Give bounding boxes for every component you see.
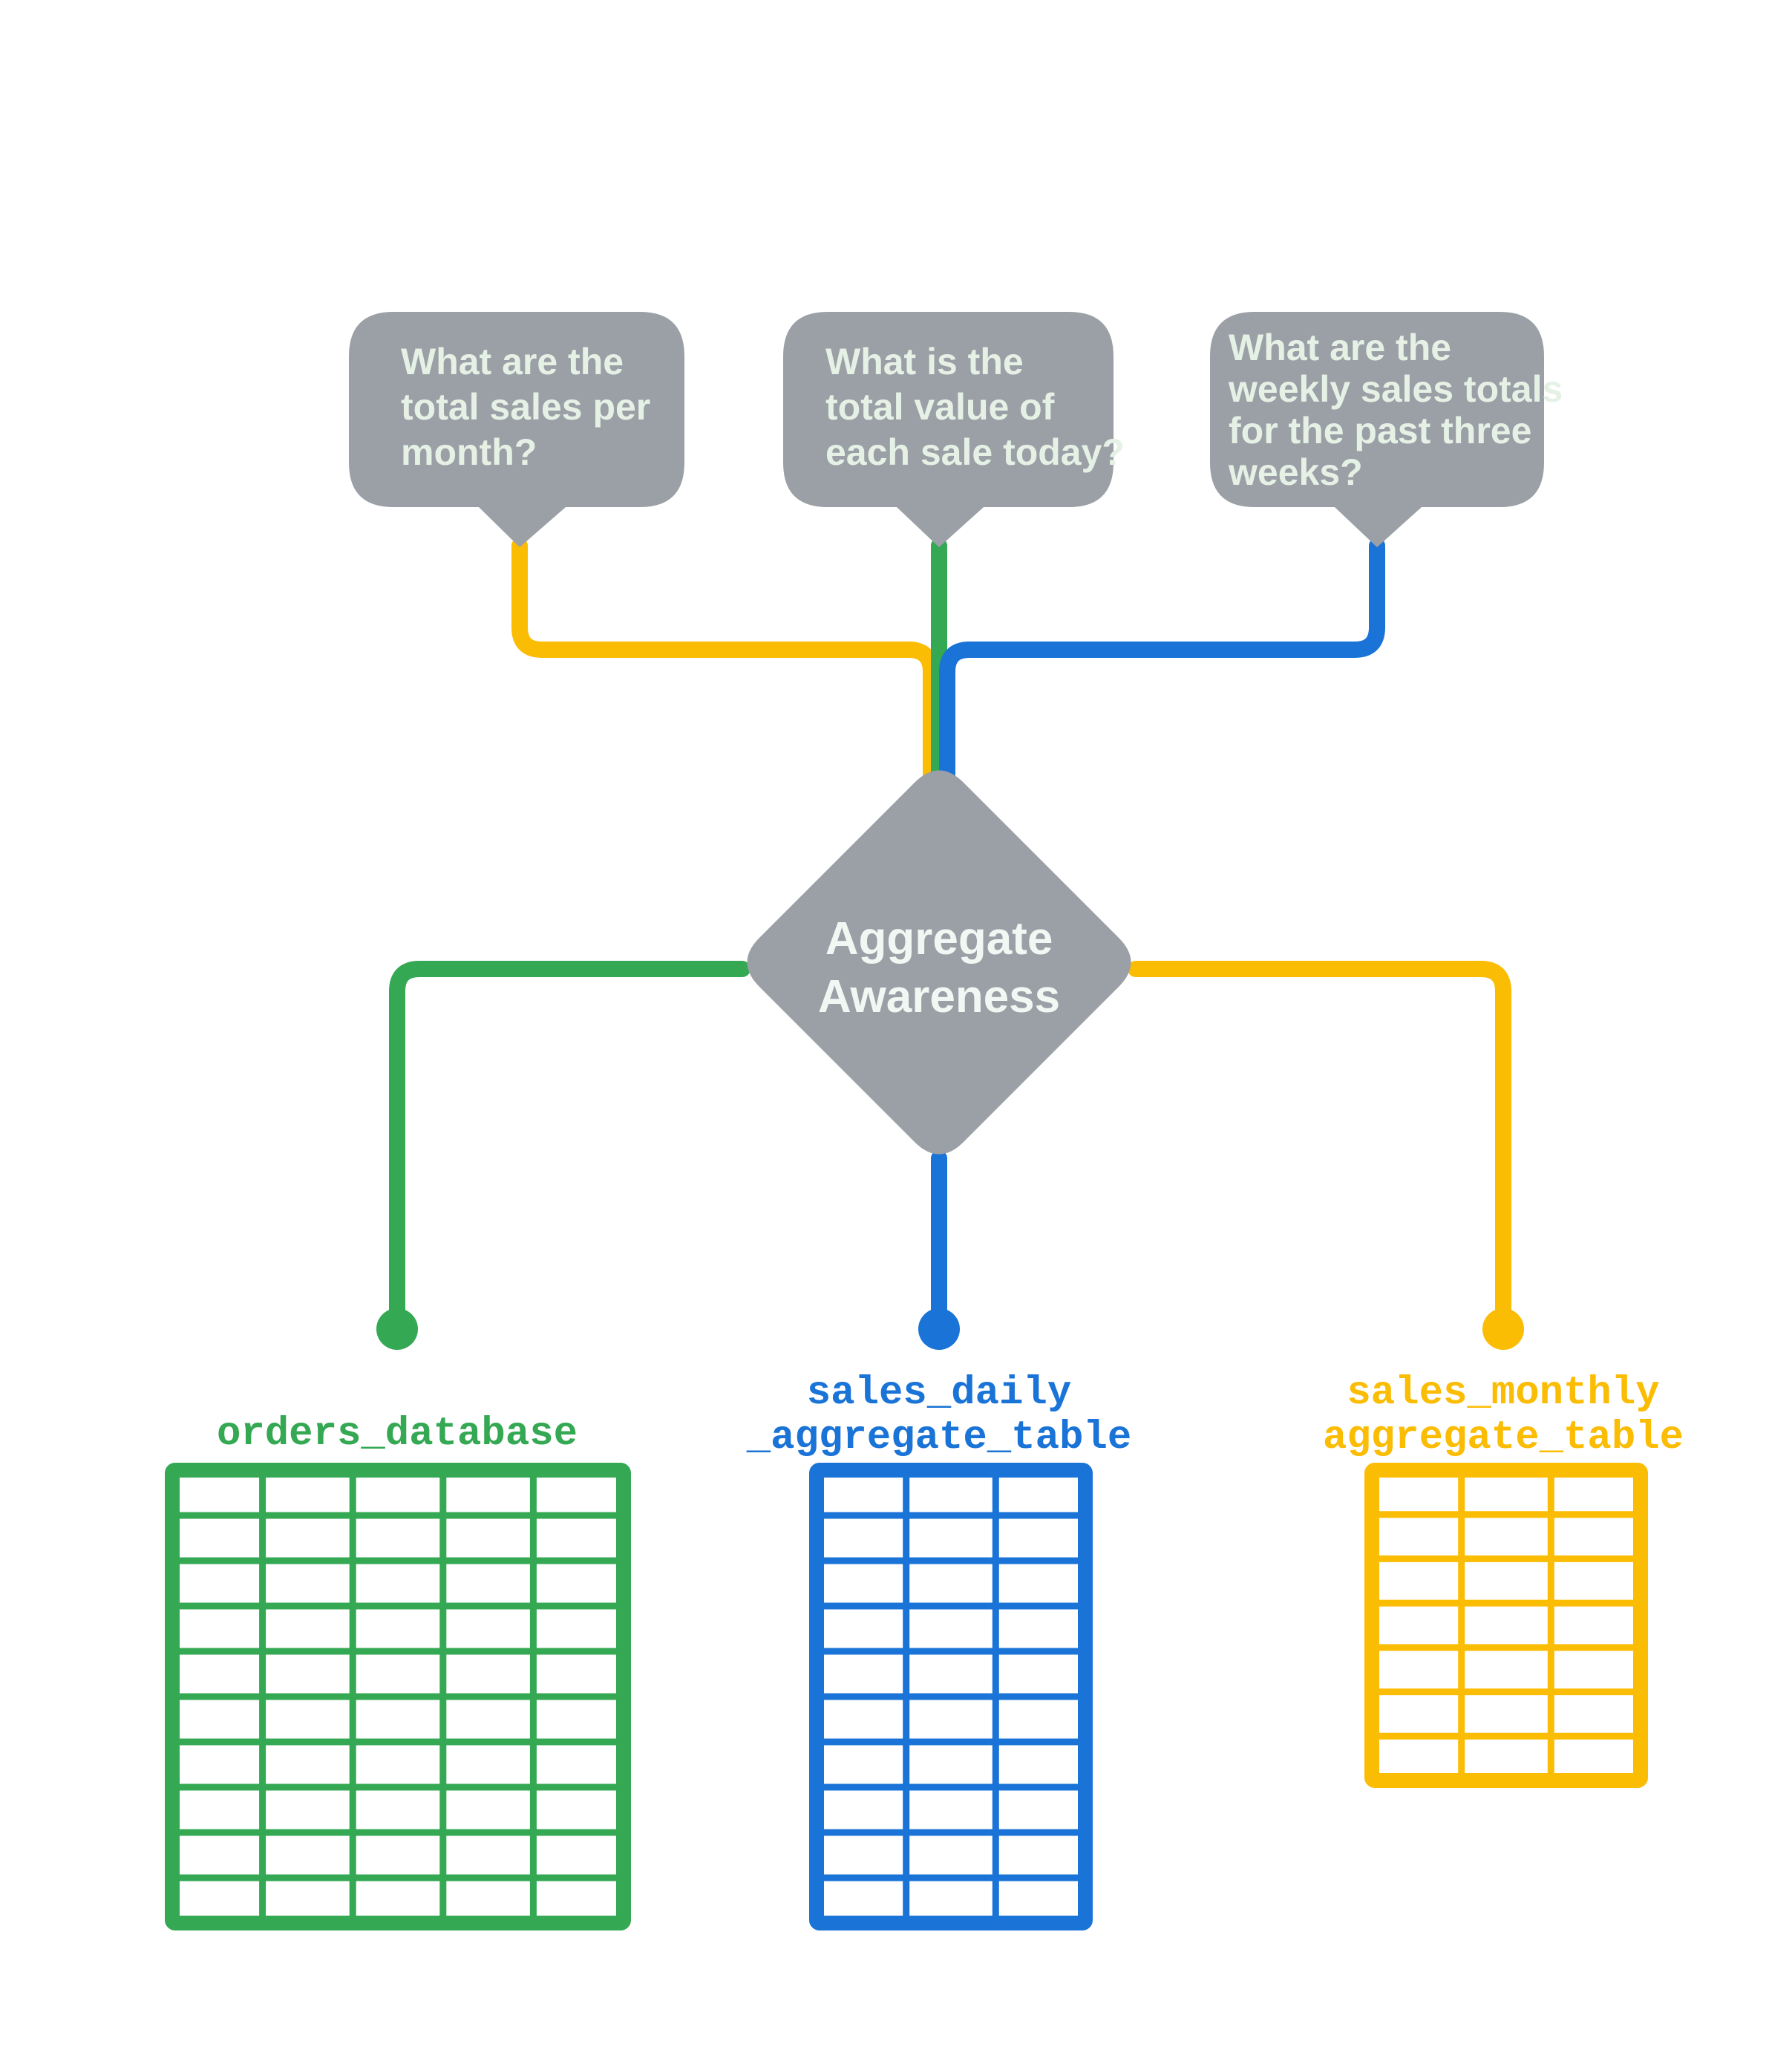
center-node-label-line-2: Awareness (818, 971, 1060, 1022)
connectors (389, 538, 1511, 1337)
table-sales-monthly-aggregate[interactable]: sales_monthly aggregate_table (1323, 1371, 1684, 1788)
speech-bubble-shape (783, 312, 1114, 547)
speech-bubble-shape (349, 312, 684, 547)
question-monthly-line-1: What are the (401, 341, 624, 382)
question-daily-line-2: total value of (825, 386, 1055, 428)
endpoint-dot-sales-monthly (1482, 1308, 1524, 1350)
table-orders-database-grid (165, 1463, 631, 1930)
table-sales-daily-caption-line-1: sales_daily (807, 1371, 1071, 1416)
center-node-aggregate-awareness[interactable]: Aggregate Awareness (747, 770, 1131, 1155)
question-daily-line-3: each sale today? (825, 431, 1125, 473)
speech-bubble-question-weekly[interactable]: What are the weekly sales totals for the… (1210, 312, 1563, 547)
table-sales-daily-aggregate[interactable]: sales_daily _aggregate_table (746, 1371, 1131, 1930)
connector-yellow-question-to-node (511, 538, 939, 788)
connector-green-node-to-orders-database (389, 961, 751, 1337)
center-node-label-line-1: Aggregate (825, 913, 1053, 965)
question-weekly-line-3: for the past three (1229, 410, 1531, 451)
table-sales-monthly-grid (1364, 1463, 1648, 1788)
question-monthly-line-3: month? (401, 431, 537, 473)
table-orders-database-caption: orders_database (217, 1411, 578, 1457)
table-orders-database[interactable]: orders_database (165, 1411, 631, 1930)
table-sales-daily-grid (809, 1463, 1093, 1930)
speech-bubble-question-daily[interactable]: What is the total value of each sale tod… (783, 312, 1125, 547)
question-weekly-line-1: What are the (1229, 327, 1451, 368)
diamond-shape (747, 770, 1131, 1155)
endpoint-dot-orders-database (376, 1308, 418, 1350)
table-sales-daily-caption-line-2: _aggregate_table (746, 1415, 1131, 1460)
question-weekly-line-2: weekly sales totals (1228, 368, 1563, 410)
table-sales-monthly-caption-line-2: aggregate_table (1323, 1415, 1684, 1460)
endpoint-dot-sales-daily (918, 1308, 960, 1350)
table-sales-monthly-caption-line-1: sales_monthly (1347, 1371, 1659, 1416)
speech-bubble-shape (1210, 312, 1544, 547)
connector-yellow-node-to-sales-monthly (1128, 961, 1511, 1337)
connector-blue-question-to-node (939, 538, 1385, 788)
question-weekly-line-4: weeks? (1228, 451, 1363, 493)
question-monthly-line-2: total sales per (401, 386, 650, 428)
question-daily-line-1: What is the (825, 341, 1024, 382)
speech-bubble-question-monthly[interactable]: What are the total sales per month? (349, 312, 684, 547)
